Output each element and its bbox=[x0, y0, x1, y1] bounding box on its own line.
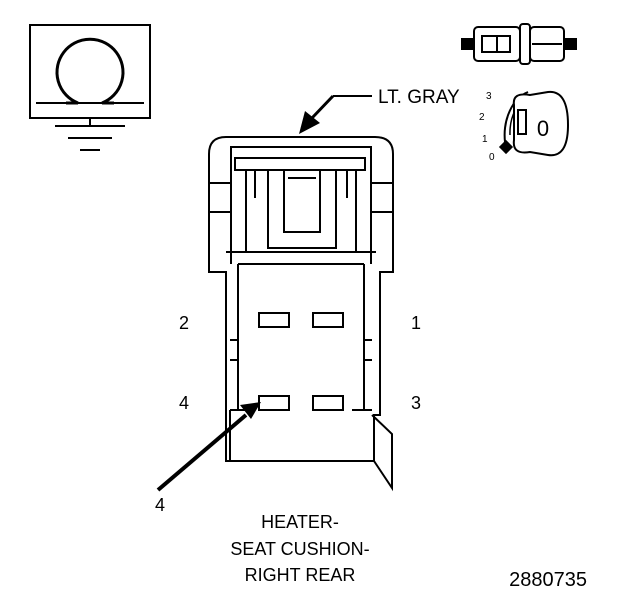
callout-arrowhead bbox=[240, 402, 261, 419]
ignition-key-icon: 3 2 1 0 0 bbox=[479, 90, 570, 163]
key-scale-3: 3 bbox=[486, 91, 492, 102]
connector-housing bbox=[208, 136, 394, 492]
pin-label-1: 1 bbox=[411, 313, 421, 333]
inline-connector-icon bbox=[461, 23, 577, 65]
ground-resistance-icon bbox=[29, 24, 151, 151]
key-position-label: 0 bbox=[537, 116, 549, 141]
pin-label-4: 4 bbox=[179, 393, 189, 413]
color-label-arrowhead bbox=[299, 111, 320, 134]
pin-label-3: 3 bbox=[411, 393, 421, 413]
figure-number: 2880735 bbox=[509, 569, 587, 591]
key-scale-2: 2 bbox=[479, 112, 485, 123]
connector-title-line-3: RIGHT REAR bbox=[245, 565, 356, 585]
cavity-pin-3 bbox=[312, 395, 344, 411]
pin-label-2: 2 bbox=[179, 313, 189, 333]
callout-label: 4 bbox=[155, 495, 165, 515]
key-scale-0: 0 bbox=[489, 152, 495, 163]
callout-leader bbox=[156, 413, 248, 492]
color-label-leader-diagonal bbox=[310, 94, 335, 120]
cavity-pin-4 bbox=[258, 395, 290, 411]
terminal-cavities bbox=[258, 312, 344, 411]
connector-color-label: LT. GRAY bbox=[378, 87, 460, 108]
connector-title-line-1: HEATER- bbox=[261, 512, 339, 532]
cavity-pin-2 bbox=[258, 312, 290, 328]
cavity-pin-1 bbox=[312, 312, 344, 328]
key-scale-1: 1 bbox=[482, 134, 488, 145]
connector-title-line-2: SEAT CUSHION- bbox=[230, 539, 369, 559]
